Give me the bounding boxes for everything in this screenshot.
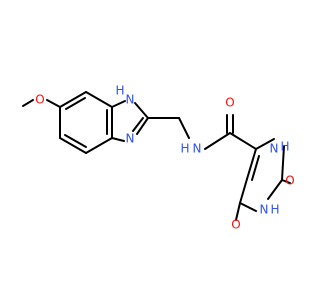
bond-benz-2 (59, 137, 87, 154)
bond-imid-1 (111, 100, 126, 108)
bond-pyr-c6-o (235, 202, 241, 221)
bond-o-ring (46, 99, 61, 108)
pyrimidine-nh-bottom-nitrogen-label: N (260, 203, 269, 217)
bond-pyr-c2-o (281, 179, 291, 184)
bond-benz-6 (59, 91, 87, 108)
imidazole-nh-nitrogen-label: N (126, 93, 135, 107)
methoxy-oxygen-label: O (35, 93, 44, 107)
bond-imid-4 (111, 137, 125, 142)
atom-labels: O H N N N H O N H O N H O (35, 84, 294, 232)
imidazole-nitrogen-label: N (126, 132, 135, 146)
bond-benz-2-inner (64, 134, 87, 148)
molecule-canvas: O H N N N H O N H O N H O (22, 84, 295, 232)
bond-benz-3 (85, 137, 113, 154)
imidazole-nh-hydrogen-label: H (115, 84, 124, 98)
bond-ch2-b (178, 117, 190, 139)
amide-nitrogen-label: N (193, 142, 202, 156)
bond-carbonyl-c4 (229, 132, 257, 150)
bond-methyl-o (22, 99, 34, 107)
bond-imid-2 (134, 102, 149, 119)
amide-oxygen-label: O (225, 96, 234, 110)
pyrimidine-oxygen-2-label: O (285, 174, 294, 188)
amide-hydrogen-label: H (180, 142, 189, 156)
bond-benz-6-inner (65, 97, 86, 110)
pyrimidine-nh-bottom-hydrogen-label: H (270, 203, 279, 217)
molecule-structure: O H N N N H O N H O N H O (22, 84, 295, 232)
pyrimidine-nh-top-nitrogen-label: N (270, 142, 279, 156)
pyrimidine-oxygen-6-label: O (231, 218, 240, 232)
bond-pyr-c4-n3 (255, 138, 275, 150)
bond-pyr-n3-c2 (281, 145, 285, 181)
bond-imid-3-inner (132, 117, 144, 132)
bond-n-carbonyl (204, 132, 231, 150)
bond-pyr-c5-c4-inner (251, 155, 260, 181)
bonds (22, 91, 291, 221)
pyrimidine-nh-top-hydrogen-label: H (280, 140, 289, 154)
bond-benz-5 (85, 91, 113, 108)
bond-pyr-c5-c4 (246, 148, 257, 180)
bond-pyr-c6-c5 (239, 178, 248, 204)
bond-imid-3 (136, 117, 149, 135)
bond-pyr-c2-n1 (267, 179, 283, 200)
bond-pyr-n1-c6 (239, 202, 257, 212)
